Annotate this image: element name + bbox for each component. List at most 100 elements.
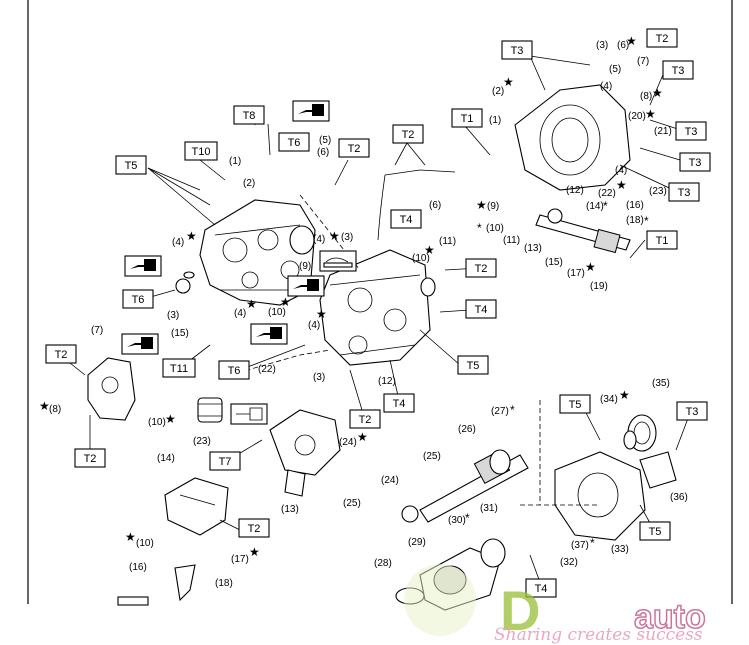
torque-box-t3-a: T3 [501,40,533,60]
torque-box-t4-b: T4 [465,299,497,319]
callout-10-a: (10) [412,253,430,264]
svg-text:T2: T2 [84,453,97,465]
torque-box-t5-b: T5 [457,355,489,375]
gasket-9 [289,225,315,255]
svg-text:★: ★ [616,178,627,192]
sealant-symbol-6 [121,333,159,355]
callout-19: (19) [590,281,608,292]
torque-box-t2-e: T2 [349,409,381,429]
seal-34 [623,430,637,450]
svg-text:*: * [603,199,608,213]
callout-13-a: (13) [281,504,299,515]
callout-6-a: (6) [317,147,329,158]
svg-text:T8: T8 [243,110,256,122]
torque-box-t3-g [117,596,149,606]
svg-text:T5: T5 [569,399,582,411]
callout-16-a: (16) [129,562,147,573]
shaft-assembly-upper [535,208,631,254]
svg-text:T2: T2 [475,263,488,275]
callout-4-d: (4) [308,320,320,331]
left-case-half [199,199,316,306]
torque-box-t10: T10 [184,141,218,161]
torque-box-t5-a: T5 [115,155,147,175]
svg-text:T3: T3 [686,406,699,418]
torque-box-t3-c: T3 [675,121,707,141]
torque-box-t2-g: T2 [74,448,106,468]
lever-16 [174,564,196,602]
torque-box-t8: T8 [233,105,265,125]
oil-filter-23 [197,397,223,423]
svg-text:T3: T3 [672,65,685,77]
svg-text:★: ★ [39,399,50,413]
callout-10-b: (10) [268,307,286,318]
svg-text:★: ★ [125,530,136,544]
svg-text:T2: T2 [55,349,68,361]
callout-25-b: (25) [423,451,441,462]
callout-22-b: (22) [598,188,616,199]
callout-27: (27) [491,406,509,417]
svg-text:★: ★ [329,229,340,243]
plate-36 [639,451,677,489]
callout-36: (36) [670,492,688,503]
svg-text:★: ★ [585,260,596,274]
callout-37: (37) [571,540,589,551]
svg-text:*: * [465,511,470,525]
callout-11-a: (11) [439,236,456,247]
callout-22-a: (22) [258,364,276,375]
callout-5-b: (5) [609,64,621,75]
svg-text:★: ★ [619,388,630,402]
callout-17-a: (17) [231,554,249,565]
svg-text:T6: T6 [132,294,145,306]
svg-text:*: * [510,403,515,417]
sealant-symbol-1 [292,100,330,122]
torque-box-t2-f: T2 [45,344,77,364]
callout-7-a: (7) [91,325,103,336]
grease-symbol-3 [319,250,357,272]
svg-text:★: ★ [476,198,487,212]
svg-text:T4: T4 [393,398,406,410]
torque-box-t2-a: T2 [338,138,370,158]
torque-box-t3-d: T3 [679,152,711,172]
callout-6-c: (6) [617,40,629,51]
svg-text:T5: T5 [467,360,480,372]
o-ring-4 [183,271,195,279]
asterisk-marks: * * * * * * [465,199,649,550]
extension-housing-33 [554,451,646,541]
svg-text:T2: T2 [359,414,372,426]
part-callouts: (1) (2) (4) (3) (5) (6) (3) (4) (9) (6) … [49,40,688,589]
callout-3-c: (3) [313,372,325,383]
svg-text:★: ★ [186,229,197,243]
callout-15-b: (15) [545,257,563,268]
callout-18-a: (18) [215,578,233,589]
callout-8-b: (8) [640,91,652,102]
callout-20: (20) [628,111,646,122]
dht-auto-watermark: D auto Sharing creates success [404,564,707,645]
watermark-logo-auto: auto [634,598,706,636]
svg-text:★: ★ [503,75,514,89]
callout-11-b: (11) [503,235,520,246]
callout-24-b: (24) [381,475,399,486]
right-case-half [319,249,431,366]
torque-box-t2-b: T2 [392,124,424,144]
svg-text:T3: T3 [678,187,691,199]
callout-9-b: (9) [487,201,499,212]
svg-text:T11: T11 [170,363,188,375]
seal-11 [420,277,436,297]
callout-25-a: (25) [343,498,361,509]
torque-box-t4-a: T4 [390,209,422,229]
callout-6-b: (6) [429,200,441,211]
svg-text:T5: T5 [125,160,138,172]
torque-box-t5-c: T5 [559,394,591,414]
torque-box-t7: T7 [209,451,241,471]
callout-3-d: (3) [596,40,608,51]
svg-text:T4: T4 [400,214,413,226]
callout-7-b: (7) [637,56,649,67]
torque-box-t5-d: T5 [639,521,671,541]
callout-4-c: (4) [234,308,246,319]
torque-box-t3-e: T3 [668,182,700,202]
callout-15: (15) [171,328,189,339]
svg-text:★: ★ [626,34,637,48]
callout-4-f: (4) [615,165,627,176]
svg-text:★: ★ [280,295,291,309]
callout-31: (31) [480,503,498,514]
